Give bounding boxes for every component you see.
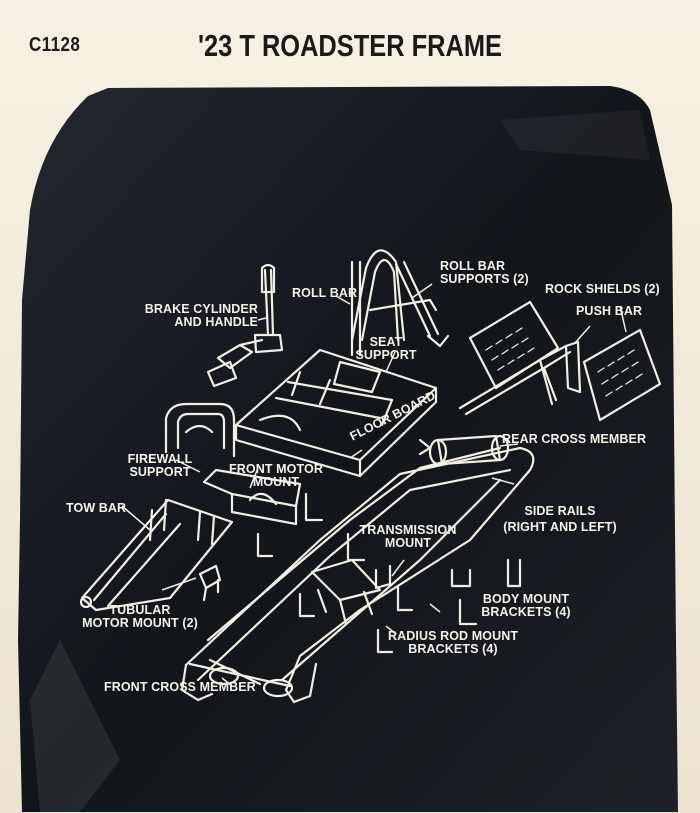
leader-lines [121,283,627,687]
label-brake-cylinder-line1: BRAKE CYLINDER [144,302,258,316]
firewall-support-part [164,402,236,458]
tow-bar-part [79,498,234,612]
label-body-mount-line2: BRACKETS (4) [481,605,571,619]
label-front-cross-member: FRONT CROSS MEMBER [104,680,256,694]
label-body-mount-brackets: BODY MOUNT BRACKETS (4) [476,593,576,619]
label-rear-cross-member: REAR CROSS MEMBER [502,432,647,446]
label-seat-support-line2: SUPPORT [355,348,417,362]
label-push-bar: PUSH BAR [576,304,643,318]
label-side-rails: SIDE RAILS (RIGHT AND LEFT) [498,505,622,534]
label-seat-support: SEAT SUPPORT [350,336,422,362]
label-radius-rod-line1: RADIUS ROD MOUNT [388,629,519,643]
label-brake-cylinder-line2: AND HANDLE [174,315,258,329]
brake-cylinder-part [206,263,284,388]
label-transmission-mount-line1: TRANSMISSION [359,523,457,537]
push-bar-part [458,340,582,416]
label-transmission-mount: TRANSMISSION MOUNT [354,524,462,550]
label-transmission-mount-line2: MOUNT [384,536,432,550]
rock-shields-part [468,300,662,422]
label-tow-bar: TOW BAR [66,501,127,515]
label-seat-support-line1: SEAT [369,335,403,349]
label-tubular-motor-mount-line1: TUBULAR [109,603,171,617]
label-side-rails-line1: SIDE RAILS [524,504,596,518]
front-motor-mount-part [202,468,302,526]
label-firewall-support-line2: SUPPORT [129,465,191,479]
glare [30,640,120,812]
label-front-motor-mount-line1: FRONT MOTOR [229,462,323,476]
tubular-motor-mount-part [198,564,222,602]
rock-shield-holes [485,327,643,397]
front-cross-member-part [188,658,294,698]
label-tubular-motor-mount-line2: MOTOR MOUNT (2) [82,616,198,630]
roll-bar-part [350,249,406,357]
glare [500,110,650,160]
bracket-parts [256,492,522,654]
label-roll-bar-supports-line1: ROLL BAR [440,259,506,273]
card-background [18,86,678,812]
part-code: C1128 [29,34,81,56]
side-rails-part [180,446,535,704]
label-body-mount-line1: BODY MOUNT [482,592,570,606]
roll-bar-supports-part [368,260,450,348]
label-firewall-support: FIREWALL SUPPORT [112,453,208,479]
label-radius-rod-mount-brackets: RADIUS ROD MOUNT BRACKETS (4) [388,630,518,656]
label-roll-bar-supports-line2: SUPPORTS (2) [440,272,529,286]
label-firewall-support-line1: FIREWALL [127,452,193,466]
label-tubular-motor-mount: TUBULAR MOTOR MOUNT (2) [74,604,206,630]
page-title: '23 T ROADSTER FRAME [197,28,503,63]
label-radius-rod-line2: BRACKETS (4) [408,642,498,656]
label-roll-bar-supports: ROLL BAR SUPPORTS (2) [440,260,529,286]
label-side-rails-line2: (RIGHT AND LEFT) [503,520,617,534]
label-front-motor-mount-line2: MOUNT [252,475,300,489]
transmission-mount-part [310,558,392,626]
label-front-motor-mount: FRONT MOTOR MOUNT [224,463,328,489]
label-rock-shields: ROCK SHIELDS (2) [545,282,660,296]
label-roll-bar: ROLL BAR [292,286,358,300]
floor-board-part [234,348,438,478]
label-brake-cylinder: BRAKE CYLINDER AND HANDLE [136,303,258,329]
